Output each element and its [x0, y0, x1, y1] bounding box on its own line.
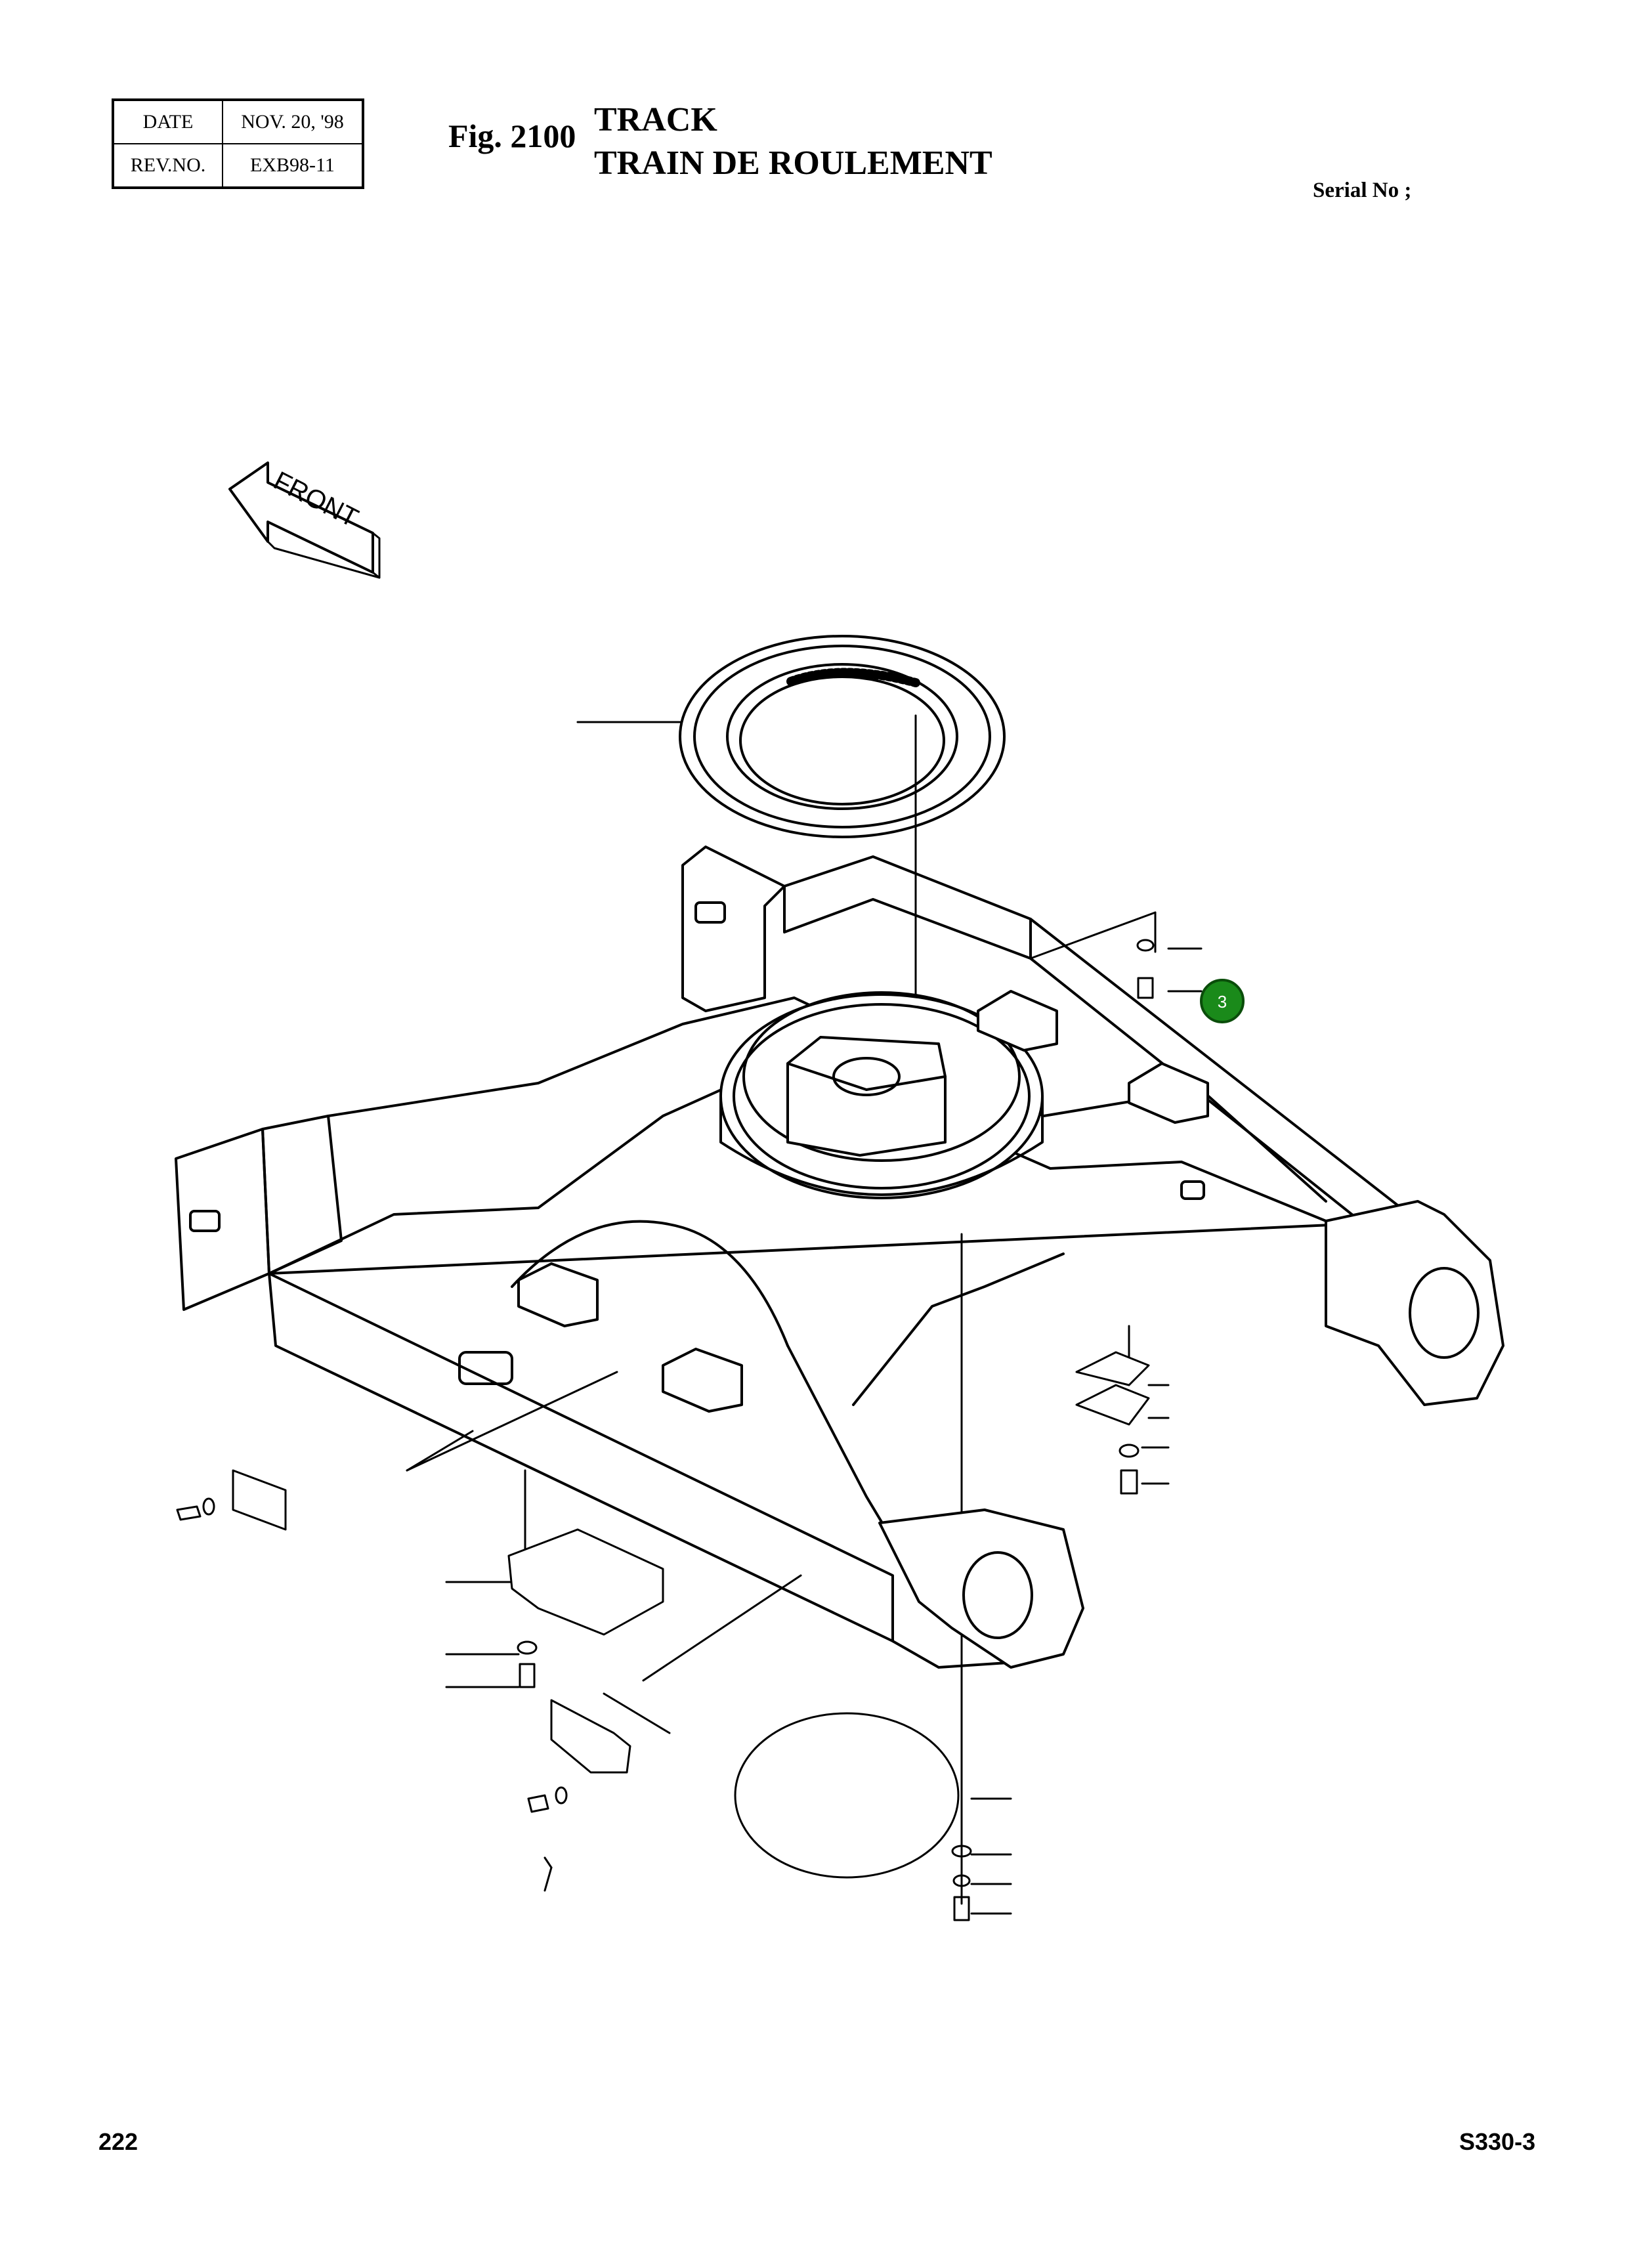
roller-brackets	[517, 990, 1209, 1413]
callout-3-label: 3	[1218, 992, 1227, 1012]
figure-title-french: TRAIN DE ROULEMENT	[594, 144, 992, 182]
swing-ring-bearing	[576, 635, 1006, 838]
figure-title-english: TRACK	[594, 101, 717, 139]
small-parts	[176, 939, 1155, 1921]
turntable-mount	[719, 991, 1044, 1199]
date-value: NOV. 20, '98	[222, 99, 364, 144]
page-number: 222	[98, 2128, 139, 2155]
revision-label: REV.NO.	[112, 143, 223, 188]
callout-3[interactable]: 3	[1200, 979, 1245, 1023]
serial-number-label: Serial No ;	[1313, 179, 1412, 202]
revision-row: REV.NO. EXB98-11	[112, 143, 364, 188]
figure-number: Fig. 2100	[448, 118, 576, 154]
front-arrow-icon: FRONT	[228, 461, 381, 579]
revision-value: EXB98-11	[222, 143, 364, 188]
model-number: S330-3	[1459, 2128, 1536, 2155]
leader-lines	[406, 911, 1203, 1915]
date-row: DATE NOV. 20, '98	[112, 99, 364, 144]
figure-title: TRACK TRAIN DE ROULEMENT	[594, 98, 992, 185]
date-label: DATE	[112, 99, 223, 144]
track-frame	[175, 845, 1504, 1669]
revision-table: DATE NOV. 20, '98 REV.NO. EXB98-11	[112, 98, 364, 189]
